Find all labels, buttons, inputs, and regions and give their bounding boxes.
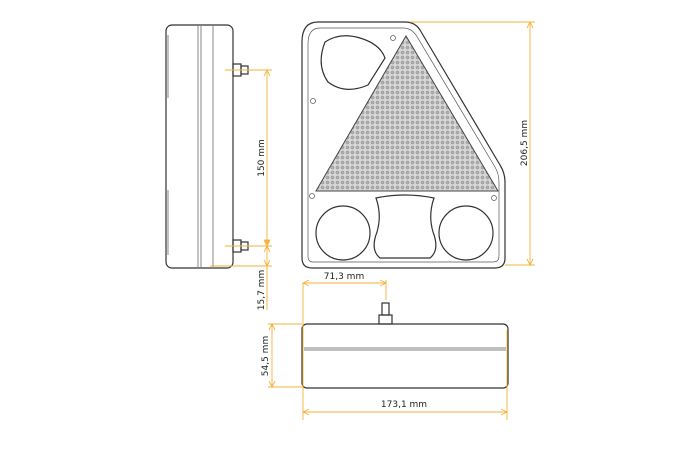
dim-54-5: 54,5 mm [261, 336, 271, 376]
center-lamp [373, 194, 437, 259]
right-lamp [438, 205, 494, 261]
bottom-view: 71,3 mm 54,5 mm 173,1 mm [261, 272, 509, 420]
top-lamp [320, 35, 386, 90]
dim-206-5: 206,5 mm [520, 120, 530, 166]
side-view: 150 mm 15,7 mm [165, 24, 272, 310]
dim-15-7: 15,7 mm [257, 270, 267, 310]
left-lamp [315, 205, 371, 261]
dim-173-1: 173,1 mm [381, 400, 427, 410]
dim-71-3: 71,3 mm [324, 272, 364, 282]
dim-150: 150 mm [257, 139, 267, 177]
reflector-triangle [315, 35, 499, 192]
front-view: 206,5 mm [301, 20, 535, 269]
